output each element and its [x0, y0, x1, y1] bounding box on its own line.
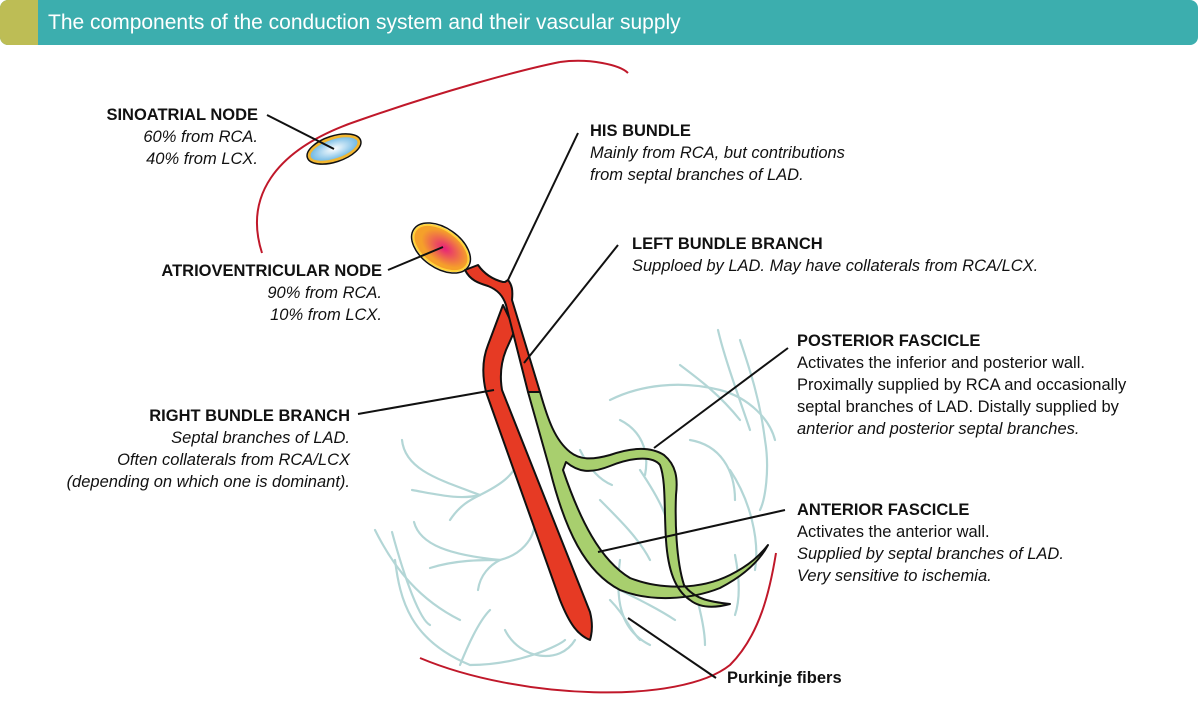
his-bundle-line: Mainly from RCA, but contributions	[590, 144, 845, 162]
leader-right-bundle	[357, 389, 495, 415]
label-anterior-fascicle: ANTERIOR FASCICLE Activates the anterior…	[797, 499, 1064, 587]
posterior-fascicle-line: anterior and posterior septal branches.	[797, 420, 1080, 438]
left-bundle-title: LEFT BUNDLE BRANCH	[632, 235, 823, 253]
posterior-fascicle-line: Proximally supplied by RCA and occasiona…	[797, 376, 1127, 394]
label-sinoatrial-node: SINOATRIAL NODE 60% from RCA. 40% from L…	[60, 104, 258, 170]
right-bundle-line: Often collaterals from RCA/LCX	[117, 451, 350, 469]
label-right-bundle-branch: RIGHT BUNDLE BRANCH Septal branches of L…	[0, 405, 350, 493]
label-left-bundle-branch: LEFT BUNDLE BRANCH Supploed by LAD. May …	[632, 233, 1038, 277]
title-bar: The components of the conduction system …	[0, 0, 1198, 45]
right-bundle-line: Septal branches of LAD.	[171, 429, 350, 447]
right-bundle-line: (depending on which one is dominant).	[66, 473, 350, 491]
heart-outline-lower	[419, 552, 777, 694]
label-his-bundle: HIS BUNDLE Mainly from RCA, but contribu…	[590, 120, 845, 186]
leader-his-bundle	[507, 132, 579, 281]
av-node-title: ATRIOVENTRICULAR NODE	[161, 262, 382, 280]
right-bundle-branch	[482, 304, 593, 641]
label-purkinje-fibers: Purkinje fibers	[727, 667, 842, 689]
posterior-fascicle-line: septal branches of LAD. Distally supplie…	[797, 398, 1119, 416]
leader-lines	[266, 114, 789, 679]
left-bundle-line: Supploed by LAD. May have collaterals fr…	[632, 257, 1039, 275]
sa-node-line: 40% from LCX.	[146, 150, 258, 168]
leader-left-bundle	[523, 244, 619, 364]
av-node-line: 90% from RCA.	[267, 284, 382, 302]
posterior-fascicle-title: POSTERIOR FASCICLE	[797, 332, 981, 350]
label-posterior-fascicle: POSTERIOR FASCICLE Activates the inferio…	[797, 330, 1126, 440]
anterior-fascicle-line: Activates the anterior wall.	[797, 523, 990, 541]
page-title: The components of the conduction system …	[48, 11, 681, 34]
label-av-node: ATRIOVENTRICULAR NODE 90% from RCA. 10% …	[100, 260, 382, 326]
left-bundle-branch-green	[527, 391, 769, 608]
anterior-fascicle-title: ANTERIOR FASCICLE	[797, 501, 970, 519]
anterior-fascicle-line: Supplied by septal branches of LAD.	[797, 545, 1064, 563]
heart-outline-upper	[256, 61, 561, 254]
his-bundle-title: HIS BUNDLE	[590, 122, 691, 140]
sa-node-title: SINOATRIAL NODE	[106, 106, 258, 124]
purkinje-title: Purkinje fibers	[727, 669, 842, 687]
leader-purkinje	[627, 617, 717, 679]
leader-anterior-fascicle	[597, 509, 786, 553]
leader-posterior-fascicle	[653, 347, 789, 449]
anterior-fascicle-line: Very sensitive to ischemia.	[797, 567, 992, 585]
his-bundle-line: from septal branches of LAD.	[590, 166, 804, 184]
leader-sa-node	[266, 114, 335, 150]
posterior-fascicle-line: Activates the inferior and posterior wal…	[797, 354, 1085, 372]
heart-outline-top	[559, 59, 629, 74]
av-node-line: 10% from LCX.	[270, 306, 382, 324]
right-bundle-title: RIGHT BUNDLE BRANCH	[149, 407, 350, 425]
sa-node-line: 60% from RCA.	[143, 128, 258, 146]
leader-av-node	[387, 246, 444, 271]
title-accent	[0, 0, 38, 45]
